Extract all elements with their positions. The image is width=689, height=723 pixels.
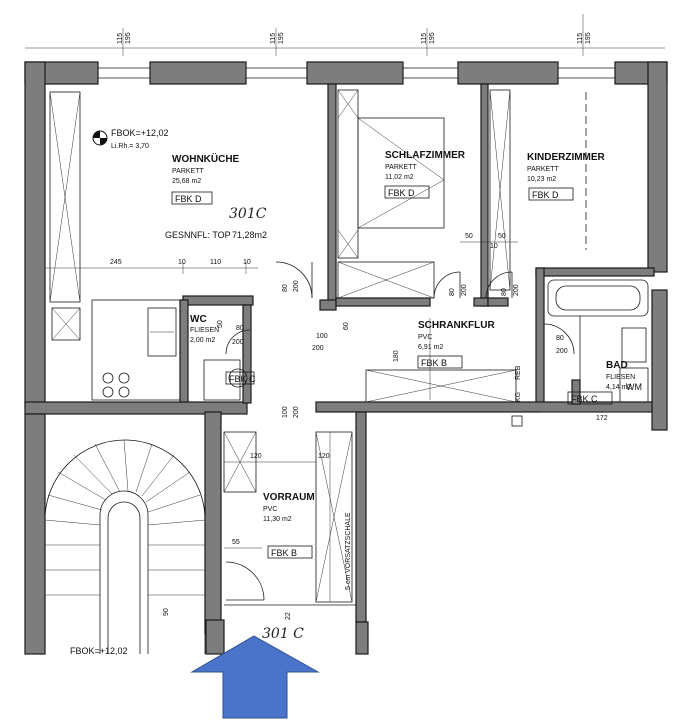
room-area-schrankflur: 6,91 m2 bbox=[418, 344, 443, 351]
top-number-entry: 301 C bbox=[262, 626, 304, 642]
dim-110: 110 bbox=[210, 259, 221, 266]
room-tag-wc: FBK C bbox=[229, 374, 256, 384]
room-floor-kinderzimmer: PARKETT bbox=[527, 166, 559, 173]
room-tag-schrankflur: FBK B bbox=[421, 358, 447, 368]
dim-245: 245 bbox=[110, 259, 122, 266]
dim-100-a: 100 bbox=[316, 333, 328, 340]
dim-top-195-b: 195 bbox=[278, 32, 285, 44]
dim-80-wc: 80 bbox=[236, 325, 244, 332]
fixtures bbox=[49, 89, 649, 603]
dim-50-a: 50 bbox=[465, 233, 473, 240]
room-area-wohnkueche: 25,68 m2 bbox=[172, 178, 201, 185]
room-floor-wohnkueche: PARKETT bbox=[172, 168, 204, 175]
dim-80-bad: 80 bbox=[556, 335, 564, 342]
dim-200-b: 200 bbox=[461, 284, 468, 296]
dim-120-a: 120 bbox=[250, 453, 262, 460]
fbok-level: FBOK=+12,02 bbox=[111, 128, 169, 138]
dim-120-b: 120 bbox=[318, 453, 330, 460]
dim-180: 180 bbox=[393, 350, 400, 362]
room-name-vorraum: VORRAUM bbox=[263, 492, 315, 503]
top-number-handwritten: 301C bbox=[229, 206, 267, 222]
room-floor-wc: FLIESEN bbox=[190, 327, 219, 334]
total-area-value: 71,28m2 bbox=[232, 230, 267, 240]
dimension-lines bbox=[45, 241, 652, 549]
dim-top-115-d: 115 bbox=[577, 33, 584, 44]
dim-80-c: 80 bbox=[501, 288, 508, 296]
room-floor-schrankflur: PVC bbox=[418, 334, 432, 341]
dim-top-115-b: 115 bbox=[270, 33, 277, 44]
entrance-arrow-icon bbox=[190, 635, 320, 719]
room-area-kinderzimmer: 10,23 m2 bbox=[527, 176, 556, 183]
fbok-stair: FBOK=+12,02 bbox=[70, 646, 128, 656]
room-area-vorraum: 11,30 m2 bbox=[263, 516, 292, 523]
dim-10-b: 10 bbox=[243, 259, 251, 266]
rb-label: REB bbox=[515, 365, 522, 380]
room-floor-vorraum: PVC bbox=[263, 506, 277, 513]
dim-top-115-c: 115 bbox=[421, 33, 428, 44]
vorsatzschale-label: 5 cm VORSATZSCHALE bbox=[345, 512, 352, 590]
room-tag-vorraum: FBK B bbox=[271, 548, 297, 558]
walls bbox=[24, 61, 668, 655]
doors bbox=[224, 261, 575, 606]
ceiling-height: Li.Rh.= 3,70 bbox=[111, 143, 149, 150]
room-tag-kinderzimmer: FBK D bbox=[532, 190, 559, 200]
room-name-kinderzimmer: KINDERZIMMER bbox=[527, 152, 606, 163]
labels: FBOK=+12,02 Li.Rh.= 3,70 WOHNKÜCHE PARKE… bbox=[70, 128, 642, 656]
room-area-bad: 4,14 m2 bbox=[606, 384, 631, 391]
elevation-marker-icon bbox=[92, 130, 108, 146]
dim-200-d: 200 bbox=[312, 345, 324, 352]
room-floor-bad: FLIESEN bbox=[606, 374, 635, 381]
room-name-schlafzimmer: SCHLAFZIMMER bbox=[385, 150, 466, 161]
total-area-label: GESNNFL: TOP bbox=[165, 230, 231, 240]
dim-22: 22 bbox=[285, 612, 292, 620]
dim-10-c: 10 bbox=[490, 243, 498, 250]
dim-10-a: 10 bbox=[178, 259, 186, 266]
room-name-schrankflur: SCHRANKFLUR bbox=[418, 320, 495, 331]
dim-80-b: 80 bbox=[449, 288, 456, 296]
kg-label: KG bbox=[515, 392, 522, 402]
dim-200-a: 200 bbox=[293, 280, 300, 292]
dim-200-wc: 200 bbox=[232, 339, 244, 346]
wm-label: WM bbox=[626, 382, 642, 392]
room-area-schlafzimmer: 11,02 m2 bbox=[385, 174, 414, 181]
top-dimension-line: 115 195 115 195 115 195 115 195 bbox=[25, 14, 665, 56]
dim-200-bad: 200 bbox=[556, 348, 568, 355]
room-area-wc: 2,00 m2 bbox=[190, 337, 215, 344]
staircase bbox=[44, 439, 206, 654]
dim-100-b: 100 bbox=[282, 406, 289, 418]
dim-80-a: 80 bbox=[282, 284, 289, 292]
dim-200-c: 200 bbox=[513, 284, 520, 296]
dim-172: 172 bbox=[596, 415, 608, 422]
dimension-numbers: 245 10 110 10 50 10 50 80 200 80 200 80 … bbox=[110, 233, 608, 620]
room-name-wc: WC bbox=[190, 314, 207, 325]
room-tag-wohnkueche: FBK D bbox=[175, 194, 202, 204]
room-floor-schlafzimmer: PARKETT bbox=[385, 164, 417, 171]
dim-60: 60 bbox=[343, 322, 350, 330]
dim-55: 55 bbox=[232, 539, 240, 546]
dim-top-195-a: 195 bbox=[125, 32, 132, 44]
dim-50-wc: 50 bbox=[217, 320, 224, 328]
room-name-bad: BAD bbox=[606, 360, 628, 371]
dim-top-115-a: 115 bbox=[117, 33, 124, 44]
room-name-wohnkueche: WOHNKÜCHE bbox=[172, 152, 240, 165]
dim-90: 90 bbox=[163, 608, 170, 616]
room-tag-schlafzimmer: FBK D bbox=[388, 188, 415, 198]
dim-top-195-c: 195 bbox=[429, 32, 436, 44]
dim-50-b: 50 bbox=[498, 233, 506, 240]
dim-top-195-d: 195 bbox=[585, 32, 592, 44]
room-tag-bad: FBK C bbox=[571, 394, 598, 404]
dim-200-e: 200 bbox=[293, 406, 300, 418]
